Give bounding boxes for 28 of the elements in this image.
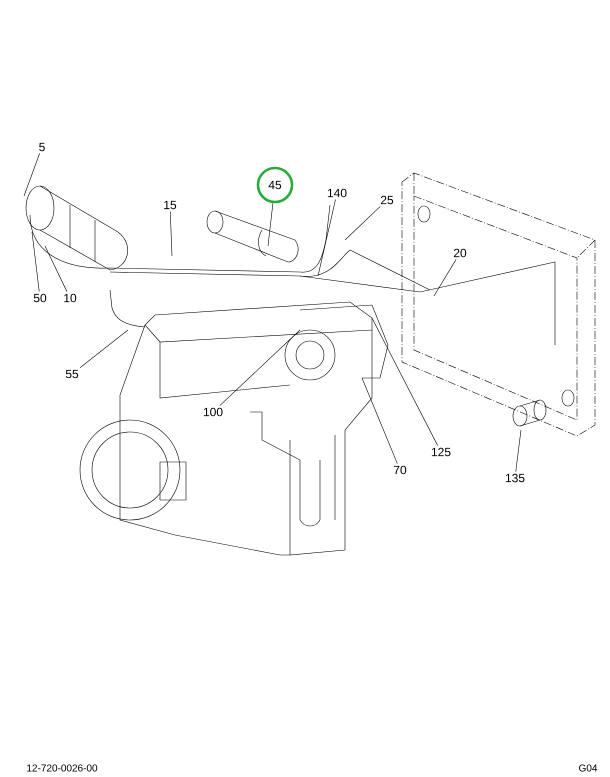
- callout-number: 135: [506, 474, 524, 482]
- leader-line: [318, 199, 336, 276]
- leader-line: [344, 206, 381, 240]
- leader-line: [24, 153, 40, 196]
- callout-number: 100: [204, 408, 223, 416]
- part-number: G04: [579, 764, 598, 772]
- leader-line: [220, 330, 300, 406]
- leader-line: [362, 378, 398, 464]
- leader-line: [372, 318, 438, 446]
- callout-number: 70: [394, 466, 406, 474]
- callout-number: 15: [164, 200, 176, 210]
- callout-number: 25: [380, 196, 394, 204]
- leader-line: [170, 211, 172, 256]
- callout-number: 55: [66, 370, 78, 378]
- callout-number: 50: [34, 294, 46, 302]
- leader-line: [44, 246, 68, 292]
- callout-number: 5: [39, 142, 45, 152]
- part-number: 12-720-0026-00: [27, 764, 98, 772]
- leader-line: [268, 202, 274, 246]
- callout-number: 125: [432, 448, 450, 456]
- leader-line: [32, 232, 40, 292]
- leader-line: [80, 330, 128, 368]
- callout-number: 20: [454, 248, 466, 258]
- leader-line: [516, 430, 522, 472]
- callout-number: 45: [256, 166, 294, 204]
- callout-number: 10: [64, 294, 76, 302]
- callout-number: 140: [328, 188, 347, 198]
- leader-line: [434, 259, 456, 296]
